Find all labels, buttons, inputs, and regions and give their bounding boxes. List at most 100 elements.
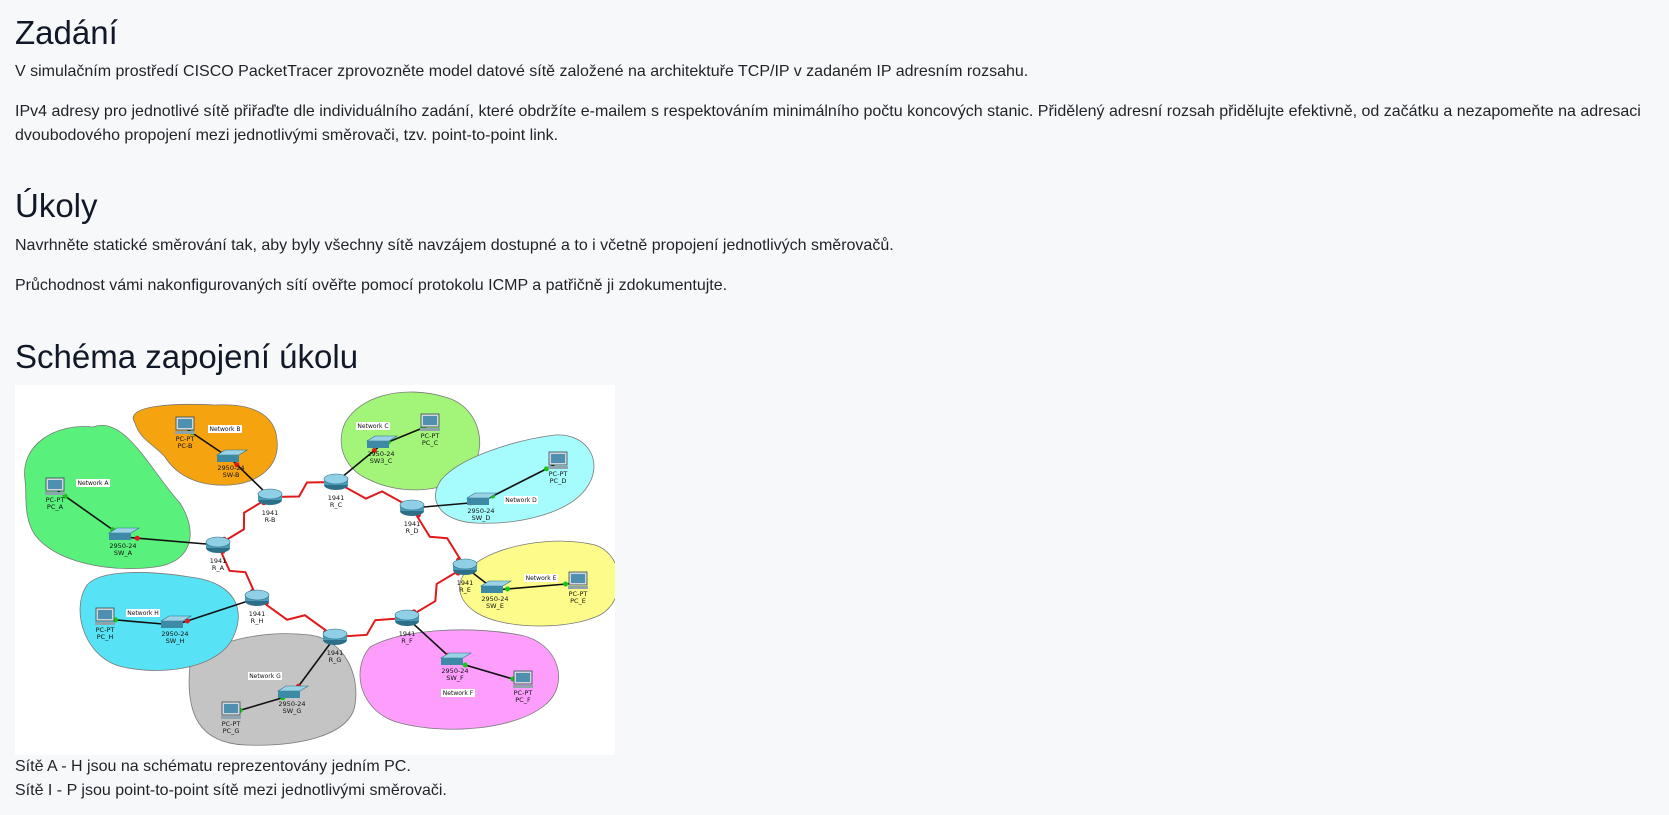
switch-model-label: 2950-24	[161, 630, 188, 638]
switch-sw-g	[276, 685, 310, 698]
switch-icon	[161, 621, 183, 628]
link-endpoint	[543, 466, 549, 472]
heading-zadani: Zadání	[15, 14, 118, 51]
network-label: Network H	[127, 610, 158, 617]
p2p-link	[411, 507, 466, 568]
switch-name-label: SW_H	[166, 637, 185, 645]
router-model-label: 1941	[210, 557, 227, 565]
switch-sw-b	[215, 449, 249, 462]
network-label-bg	[504, 496, 538, 504]
router-name-label: R_G	[329, 656, 342, 664]
pc-keyboard	[45, 492, 65, 495]
router-r-a	[205, 536, 231, 553]
switch-model-label: 2950-24	[217, 464, 244, 472]
router-icon	[399, 499, 425, 511]
router-r-g	[322, 628, 348, 645]
switch-name-label: SW-B	[223, 471, 240, 479]
switch-model-label: 2950-24	[481, 595, 508, 603]
pc-name-label: PC_A	[47, 503, 64, 511]
schema-note-1: Sítě A - H jsou na schématu reprezentová…	[15, 758, 411, 775]
network-area-e	[459, 540, 615, 627]
switch-icon	[441, 658, 463, 665]
switch-sw-f	[439, 652, 473, 665]
router-name-label: R_A	[212, 564, 225, 572]
pc-name-label: PC_C	[422, 439, 439, 447]
switch-model-label: 2950-24	[441, 667, 468, 675]
router-icon	[452, 558, 478, 570]
pc-pc-d	[548, 451, 568, 469]
link-endpoint	[563, 581, 569, 587]
switch-name-label: SW_F	[446, 674, 464, 682]
router-name-label: R_E	[459, 586, 471, 594]
network-area-h	[79, 572, 239, 671]
pc-screen	[98, 610, 112, 619]
network-area-b	[132, 403, 278, 486]
router-model-label: 1941	[249, 610, 266, 618]
switch-icon	[481, 586, 503, 593]
network-label: Network G	[249, 673, 281, 680]
pc-screen	[423, 416, 437, 425]
router-r-b	[257, 488, 283, 505]
router-name-label: R_C	[330, 501, 343, 509]
switch-name-label: SW_D	[472, 514, 491, 522]
network-area-a	[24, 424, 191, 569]
switch-name-label: SW_G	[283, 707, 302, 715]
pc-screen	[224, 704, 238, 713]
router-model-label: 1941	[328, 494, 345, 502]
router-model-label: 1941	[262, 509, 279, 517]
pc-model-label: PC-PT	[222, 720, 241, 728]
link-endpoint	[462, 662, 468, 668]
pc-name-label: PC-B	[177, 442, 192, 450]
router-r-d	[399, 499, 425, 516]
link-endpoint	[234, 462, 240, 468]
network-label-bg	[208, 425, 242, 433]
network-label-bg	[441, 689, 475, 697]
heading-schema: Schéma zapojení úkolu	[15, 338, 359, 375]
switch-sw-h	[159, 615, 193, 628]
network-topology-diagram: 1941R_A1941R-B1941R_C1941R_D1941R_E1941R…	[15, 385, 615, 755]
zadani-paragraph-1: V simulačním prostředí CISCO PacketTrace…	[15, 63, 1029, 80]
pc-pc-g	[221, 701, 241, 719]
ukoly-paragraph-2: Průchodnost vámi nakonfigurovaných sítí …	[15, 277, 728, 294]
switch-name-label: SW_E	[486, 602, 504, 610]
router-icon	[322, 628, 348, 640]
network-label: Network B	[209, 426, 240, 433]
link-endpoint	[504, 586, 510, 592]
pc-screen	[178, 419, 192, 428]
router-icon	[394, 609, 420, 621]
switch-model-label: 2950-24	[109, 542, 136, 550]
p2p-link	[217, 544, 258, 599]
pc-model-label: PC-PT	[46, 496, 65, 504]
heading-ukoly: Úkoly	[15, 187, 98, 224]
pc-model-label: PC-PT	[549, 470, 568, 478]
switch-icon	[278, 691, 300, 698]
network-area-f	[359, 629, 560, 730]
ukoly-paragraph-1: Navrhněte statické směrování tak, aby by…	[15, 237, 894, 254]
pc-pc-b	[175, 416, 195, 434]
pc-keyboard	[548, 466, 568, 469]
router-name-label: R_F	[401, 637, 413, 645]
p2p-link	[217, 496, 271, 546]
network-label-bg	[524, 574, 558, 582]
link-endpoint	[134, 535, 140, 541]
network-label: Network F	[443, 690, 474, 697]
pc-model-label: PC-PT	[514, 689, 533, 697]
link-endpoint	[184, 618, 190, 624]
router-r-e	[452, 558, 478, 575]
router-r-c	[323, 473, 349, 490]
pc-model-label: PC-PT	[176, 435, 195, 443]
pc-name-label: PC_F	[515, 696, 531, 704]
router-name-label: R-B	[265, 516, 276, 524]
pc-keyboard	[568, 586, 588, 589]
switch-model-label: 2950-24	[367, 450, 394, 458]
pc-pc-e	[568, 571, 588, 589]
pc-model-label: PC-PT	[96, 626, 115, 634]
network-label-bg	[248, 672, 282, 680]
pc-name-label: PC_G	[223, 727, 240, 735]
pc-keyboard	[221, 716, 241, 719]
pc-keyboard	[175, 431, 195, 434]
network-label: Network E	[526, 575, 557, 582]
switch-name-label: SW3_C	[370, 457, 393, 465]
switch-name-label: SW_A	[114, 549, 133, 557]
switch-model-label: 2950-24	[467, 507, 494, 515]
